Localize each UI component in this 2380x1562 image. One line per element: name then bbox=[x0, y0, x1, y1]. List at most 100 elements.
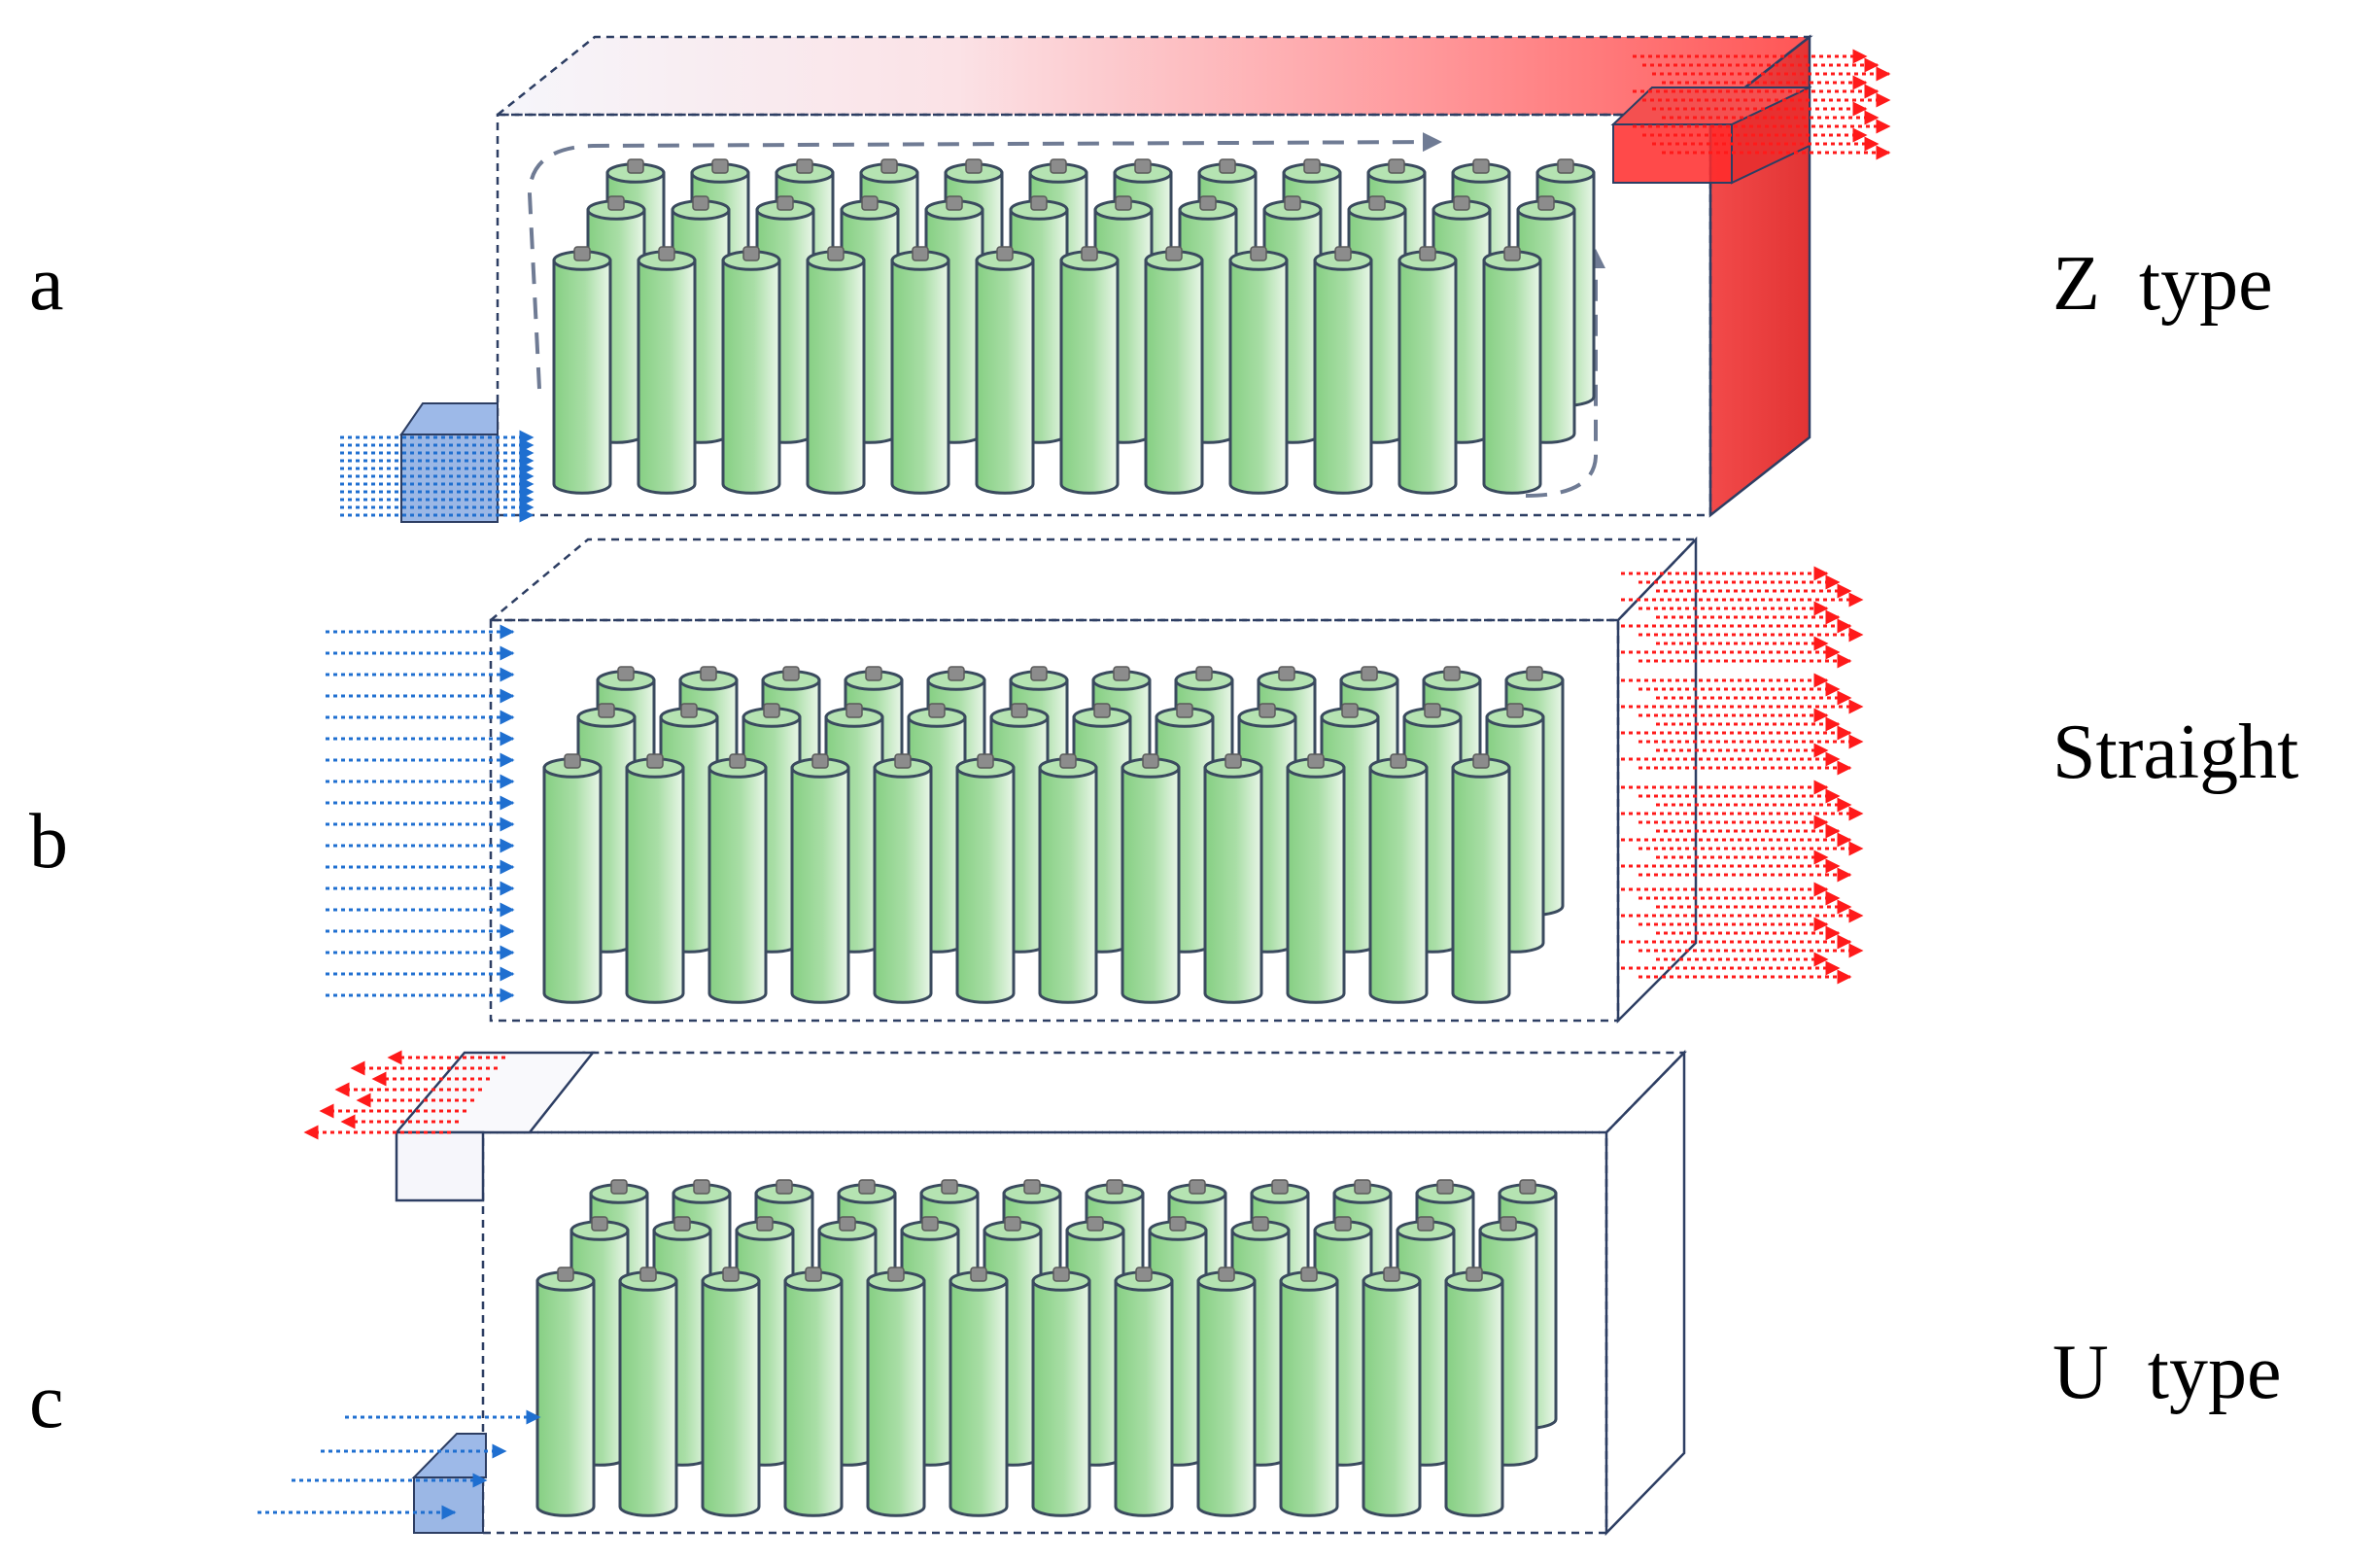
cell-terminal bbox=[591, 1216, 608, 1232]
panel-c-letter: c bbox=[29, 1359, 64, 1444]
cell-terminal bbox=[776, 195, 794, 211]
battery-cell bbox=[721, 246, 781, 495]
cell-terminal bbox=[1436, 1179, 1454, 1195]
panel-c-battery-cells bbox=[535, 1179, 1558, 1517]
cell-terminal bbox=[573, 246, 591, 261]
cell-terminal bbox=[782, 666, 800, 681]
cell-terminal bbox=[1383, 1267, 1400, 1282]
cell-terminal bbox=[1278, 666, 1295, 681]
cell-terminal bbox=[1334, 246, 1352, 261]
cell-terminal bbox=[941, 1179, 958, 1195]
cell-terminal bbox=[921, 1216, 939, 1232]
cell-terminal bbox=[928, 703, 946, 718]
cell-terminal bbox=[1004, 1216, 1021, 1232]
cell-terminal bbox=[692, 195, 709, 211]
cell-terminal bbox=[865, 666, 882, 681]
cell-terminal bbox=[1466, 1267, 1483, 1282]
battery-cell bbox=[783, 1267, 844, 1517]
cell-terminal bbox=[598, 703, 615, 718]
cell-terminal bbox=[1113, 666, 1130, 681]
battery-cell bbox=[1121, 753, 1181, 1004]
cell-terminal bbox=[1526, 666, 1543, 681]
cell-terminal bbox=[776, 1179, 793, 1195]
cell-terminal bbox=[1059, 753, 1077, 769]
cell-terminal bbox=[1165, 246, 1183, 261]
cell-terminal bbox=[673, 1216, 691, 1232]
battery-cell bbox=[535, 1267, 596, 1517]
cell-terminal bbox=[1218, 1267, 1235, 1282]
cell-terminal bbox=[1134, 158, 1152, 174]
battery-cell bbox=[542, 753, 603, 1004]
cell-terminal bbox=[796, 158, 813, 174]
battery-cell bbox=[1482, 246, 1542, 495]
cell-terminal bbox=[1250, 246, 1267, 261]
cell-terminal bbox=[1424, 703, 1441, 718]
battery-cell bbox=[637, 246, 697, 495]
cell-terminal bbox=[729, 753, 746, 769]
cell-terminal bbox=[610, 1179, 628, 1195]
cell-terminal bbox=[1142, 753, 1159, 769]
cell-terminal bbox=[1500, 1216, 1517, 1232]
battery-cell bbox=[790, 753, 850, 1004]
cell-terminal bbox=[693, 1179, 710, 1195]
panel-b-module bbox=[487, 536, 1699, 1024]
battery-cell bbox=[1444, 1267, 1504, 1517]
cell-terminal bbox=[1453, 195, 1470, 211]
panel-b-title: Straight bbox=[2052, 710, 2298, 795]
cell-terminal bbox=[557, 1267, 574, 1282]
battery-cell bbox=[1279, 1267, 1339, 1517]
cell-terminal bbox=[977, 753, 994, 769]
battery-cell bbox=[618, 1267, 678, 1517]
battery-cell bbox=[1144, 246, 1204, 495]
cell-terminal bbox=[1052, 1267, 1070, 1282]
cell-terminal bbox=[607, 195, 625, 211]
battery-cell bbox=[1368, 753, 1429, 1004]
battery-cell bbox=[866, 1267, 926, 1517]
cell-terminal bbox=[1259, 703, 1276, 718]
cell-terminal bbox=[827, 246, 845, 261]
cell-terminal bbox=[680, 703, 698, 718]
cell-terminal bbox=[1219, 158, 1236, 174]
cell-terminal bbox=[1087, 1216, 1104, 1232]
battery-cell bbox=[806, 246, 866, 495]
panel-a-hot-air-outlet-arrows bbox=[1633, 49, 1891, 160]
cell-terminal bbox=[1030, 195, 1048, 211]
cell-terminal bbox=[1115, 195, 1132, 211]
cell-terminal bbox=[805, 1267, 822, 1282]
cell-terminal bbox=[996, 246, 1014, 261]
cell-terminal bbox=[1303, 158, 1321, 174]
cell-terminal bbox=[1252, 1216, 1269, 1232]
panel-c-title: U type bbox=[2052, 1330, 2282, 1415]
battery-cell bbox=[552, 246, 612, 495]
cell-terminal bbox=[1354, 1179, 1371, 1195]
cell-terminal bbox=[658, 246, 675, 261]
cell-terminal bbox=[1506, 703, 1524, 718]
cell-terminal bbox=[948, 666, 965, 681]
battery-cell bbox=[707, 753, 768, 1004]
cell-terminal bbox=[1472, 753, 1490, 769]
battery-cell bbox=[1286, 753, 1346, 1004]
cell-terminal bbox=[880, 158, 898, 174]
cell-terminal bbox=[627, 158, 644, 174]
panel-b-letter: b bbox=[29, 799, 68, 885]
panel-a-title: Z type bbox=[2052, 241, 2273, 327]
cell-terminal bbox=[1300, 1267, 1318, 1282]
cell-terminal bbox=[1519, 1179, 1536, 1195]
cell-terminal bbox=[894, 753, 912, 769]
cell-terminal bbox=[1284, 195, 1301, 211]
battery-cell bbox=[1362, 1267, 1422, 1517]
cell-terminal bbox=[1419, 246, 1436, 261]
cell-terminal bbox=[1537, 195, 1555, 211]
cell-terminal bbox=[1557, 158, 1574, 174]
cell-terminal bbox=[811, 753, 829, 769]
cell-terminal bbox=[1388, 158, 1405, 174]
battery-cell bbox=[1059, 246, 1120, 495]
cell-terminal bbox=[742, 246, 760, 261]
panel-c-hot-air-outlet-arrows bbox=[303, 1050, 505, 1140]
panel-b-cold-air-inlet-arrows bbox=[326, 624, 515, 1003]
panel-a-cold-air-inlet-arrows bbox=[340, 430, 535, 523]
panel-b-hot-air-outlet-arrows bbox=[1621, 566, 1864, 985]
cell-terminal bbox=[1307, 753, 1325, 769]
cell-terminal bbox=[965, 158, 983, 174]
